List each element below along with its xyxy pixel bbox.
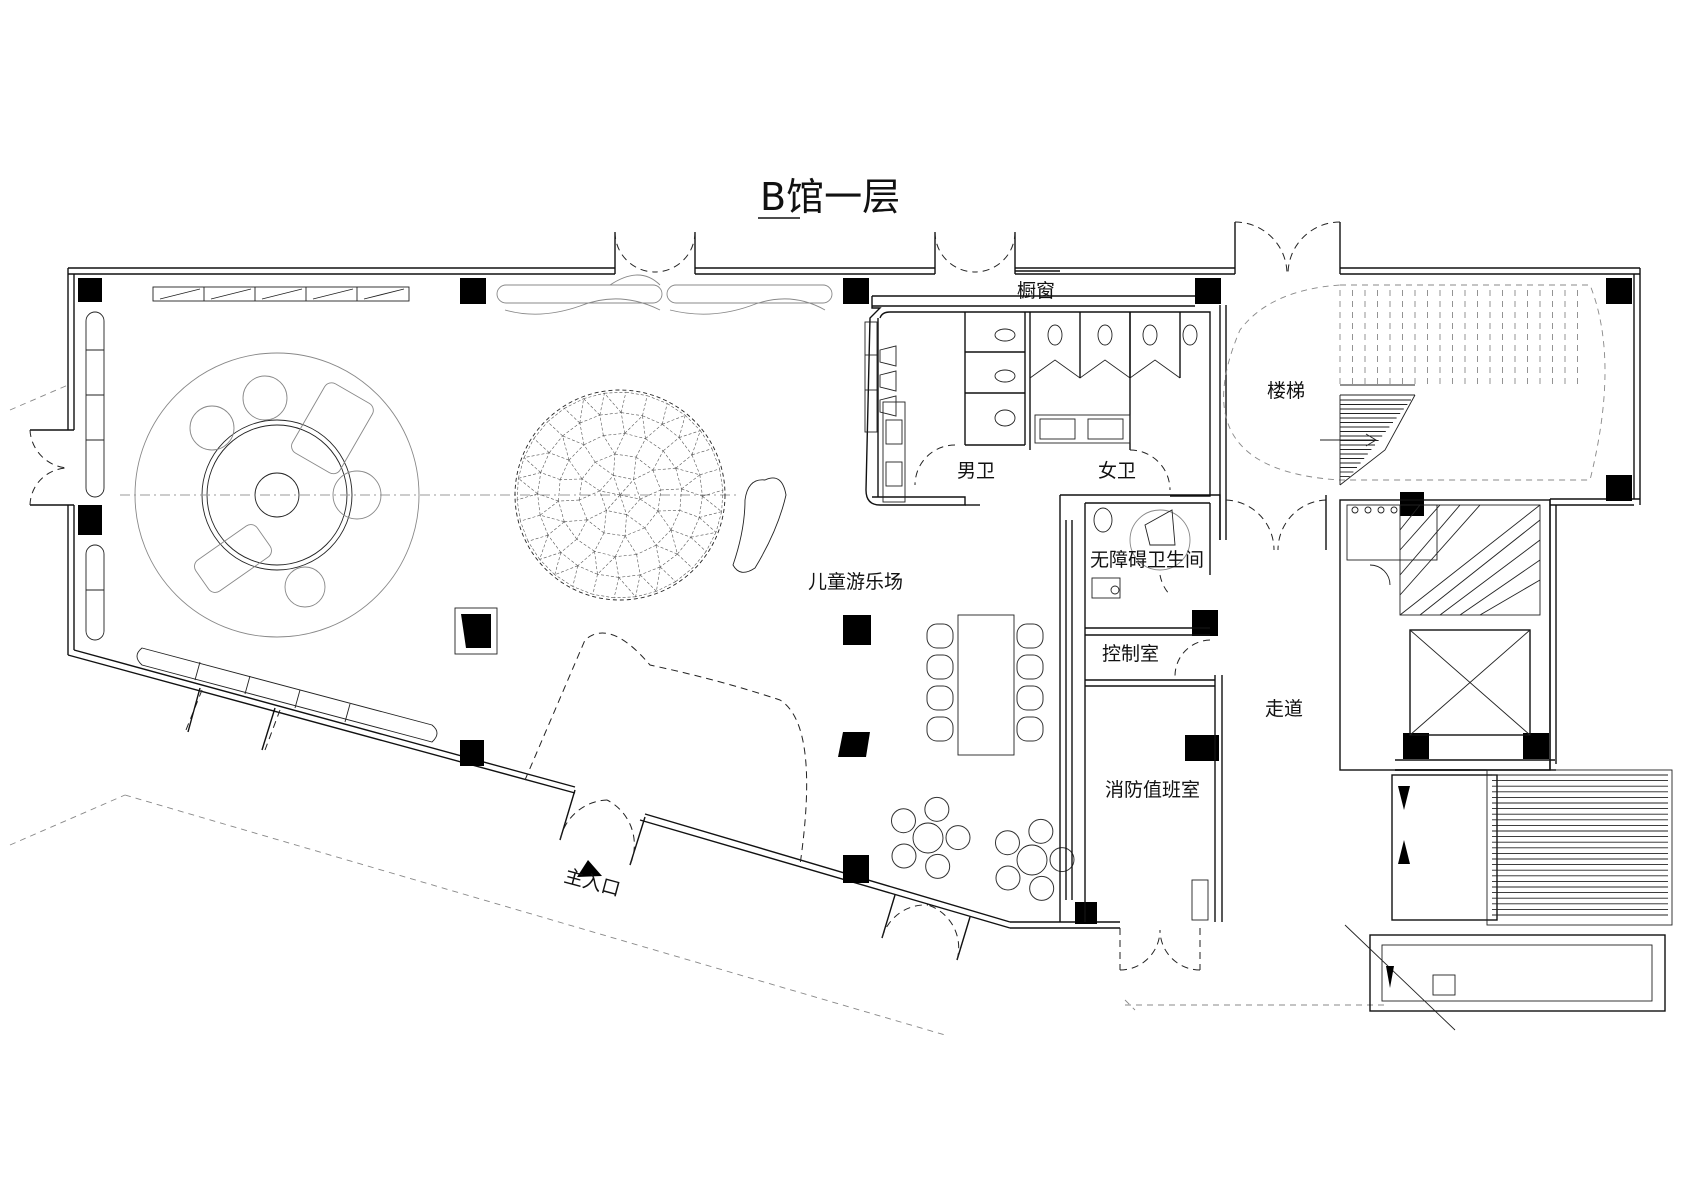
top-doors bbox=[614, 221, 1341, 275]
round-tables bbox=[890, 796, 1075, 901]
control-room-label: 控制室 bbox=[1102, 643, 1159, 665]
dining-table bbox=[926, 614, 1044, 756]
womens-toilet-label: 女卫 bbox=[1098, 460, 1136, 482]
left-door bbox=[9, 384, 74, 506]
corridor-label: 走道 bbox=[1265, 698, 1303, 720]
exterior-stairs bbox=[1344, 769, 1673, 1031]
showcase-label: 橱窗 bbox=[1017, 280, 1055, 302]
site-lines bbox=[9, 794, 1385, 1036]
plan-title: B馆一层 bbox=[760, 175, 900, 219]
elevator-area bbox=[1339, 499, 1555, 864]
geodesic-dome bbox=[514, 389, 726, 601]
kids-play-area-label: 儿童游乐场 bbox=[808, 571, 903, 593]
corridor-doors bbox=[1225, 495, 1327, 551]
curved-bench bbox=[732, 477, 787, 573]
stairs-label: 楼梯 bbox=[1267, 380, 1305, 402]
structural-columns bbox=[78, 278, 1632, 924]
display-shelves bbox=[85, 274, 1195, 751]
outer-walls bbox=[67, 267, 1641, 929]
circular-play-platform bbox=[120, 352, 740, 638]
fire-duty-room-label: 消防值班室 bbox=[1105, 779, 1200, 801]
service-rooms bbox=[1059, 494, 1223, 922]
accessible-toilet-label: 无障碍卫生间 bbox=[1090, 549, 1204, 571]
entrance-arrow-icon bbox=[577, 860, 602, 877]
staircase bbox=[1223, 284, 1606, 486]
diagonal-doors bbox=[187, 632, 1201, 971]
toilet-block bbox=[864, 296, 1211, 506]
mens-toilet-label: 男卫 bbox=[957, 460, 995, 482]
